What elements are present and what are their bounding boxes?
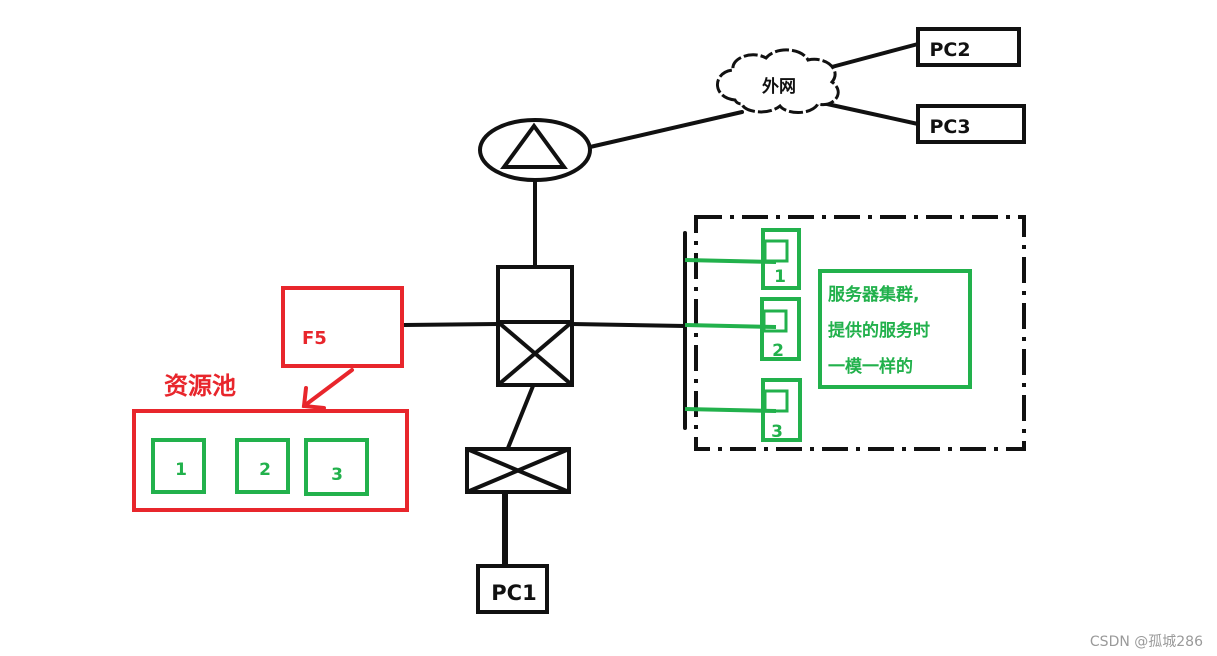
- cluster-note-line: 服务器集群,: [828, 284, 919, 305]
- f5-load-balancer: F5: [281, 286, 404, 368]
- pc2: PC2: [916, 27, 1021, 67]
- server-cluster: 1 2 3 服务器集群, 提供的服务时 一模一样的: [684, 215, 1026, 451]
- pc1-label: PC1: [491, 581, 536, 605]
- pc1: PC1: [476, 564, 549, 614]
- server: 3: [684, 378, 802, 442]
- pool-item-label: 3: [331, 465, 343, 485]
- cloud-icon: [716, 48, 840, 114]
- pool-item-box: [304, 438, 369, 496]
- server-link: [684, 258, 777, 264]
- core-switch: [496, 265, 574, 387]
- link-internet-pc2: [826, 42, 920, 70]
- server: 1: [684, 228, 801, 290]
- pool-item: 2: [235, 438, 290, 494]
- pool-item-box: [151, 438, 206, 494]
- pool-item: 3: [304, 438, 369, 496]
- connections: [402, 42, 920, 569]
- server-box: [761, 378, 802, 442]
- pool-item-box: [235, 438, 290, 494]
- pc2-box: [916, 27, 1021, 67]
- pc3-label: PC3: [929, 116, 970, 138]
- link-router-internet: [588, 110, 744, 149]
- server-label: 2: [772, 341, 784, 361]
- server-box: [761, 228, 801, 290]
- f5-box: [281, 286, 404, 368]
- pc3-box: [916, 104, 1026, 144]
- pc2-label: PC2: [929, 39, 970, 61]
- access-switch: [465, 447, 571, 494]
- server: 2: [684, 297, 801, 361]
- access-switch-cross-b: [466, 447, 570, 494]
- internet-label: 外网: [762, 76, 796, 97]
- arrow-head-icon: [301, 386, 326, 410]
- arrow-shaft: [302, 368, 354, 408]
- pc3: PC3: [916, 104, 1026, 144]
- link-switch-cluster-bus: [570, 322, 687, 328]
- core-switch-upper: [496, 265, 574, 324]
- router: [478, 118, 592, 182]
- cluster-note-box: [818, 269, 972, 389]
- core-switch-cross-b: [496, 320, 574, 387]
- server-port: [762, 309, 788, 333]
- cluster-note-line: 提供的服务时: [828, 320, 930, 341]
- internet-cloud: 外网: [716, 48, 840, 114]
- f5-label: F5: [302, 328, 327, 349]
- router-triangle-icon: [500, 122, 568, 169]
- cluster-boundary: [694, 215, 1026, 451]
- watermark: CSDN @孤城286: [1090, 634, 1203, 650]
- pool-item-label: 1: [175, 460, 187, 480]
- resource-pool: 资源池 1 2 3: [132, 372, 409, 512]
- pool-title: 资源池: [164, 372, 236, 400]
- pc1-box: [476, 564, 549, 614]
- server-port: [763, 389, 789, 413]
- server-port: [763, 239, 789, 263]
- f5-to-pool-arrow: [301, 368, 354, 410]
- pool-item: 1: [151, 438, 206, 494]
- link-internet-pc3: [816, 100, 920, 126]
- link-switch-lower-switch: [506, 384, 535, 450]
- cluster-note-line: 一模一样的: [828, 356, 913, 377]
- server-link: [684, 407, 777, 413]
- server-box: [760, 297, 801, 361]
- link-f5-switch: [402, 322, 500, 327]
- server-label: 3: [771, 422, 783, 442]
- server-label: 1: [774, 267, 786, 287]
- pool-item-label: 2: [259, 460, 271, 480]
